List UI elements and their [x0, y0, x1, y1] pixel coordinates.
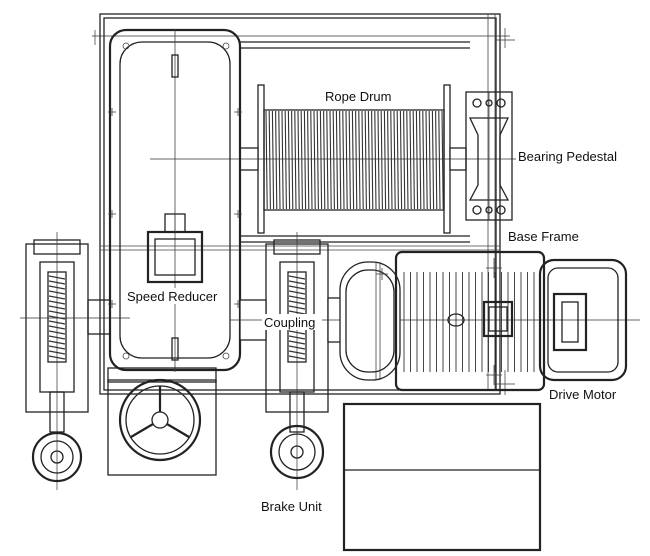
- left-brake: [20, 232, 130, 490]
- label-speed-reducer: Speed Reducer: [127, 289, 218, 304]
- base-frame: [92, 13, 515, 395]
- drive-motor: [339, 250, 628, 392]
- lower-cabinet: [342, 402, 542, 552]
- label-coupling: Coupling: [264, 315, 315, 330]
- labels: Rope Drum Bearing Pedestal Base Frame Sp…: [125, 88, 630, 514]
- drum-grooves: [265, 110, 444, 210]
- middle-brake: [265, 232, 329, 490]
- label-bearing-pedestal: Bearing Pedestal: [518, 149, 617, 164]
- bearing-pedestal: [465, 91, 513, 221]
- label-rope-drum: Rope Drum: [325, 89, 391, 104]
- motor-cooling-fins: [403, 272, 535, 372]
- label-brake-unit: Brake Unit: [261, 499, 322, 514]
- drum-frame-lines: [240, 41, 470, 243]
- rope-drum: [150, 84, 520, 234]
- label-drive-motor: Drive Motor: [549, 387, 617, 402]
- speed-reducer: [108, 28, 242, 372]
- hand-wheel: [107, 367, 217, 476]
- label-base-frame: Base Frame: [508, 229, 579, 244]
